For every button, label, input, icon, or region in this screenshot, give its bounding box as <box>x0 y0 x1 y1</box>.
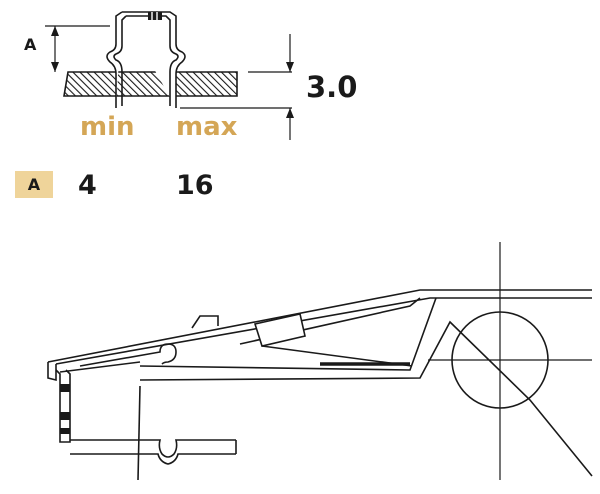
max-header: max <box>176 112 238 142</box>
dimension-value: 3.0 <box>306 70 358 104</box>
dimension-a-label: A <box>24 35 37 54</box>
plate-sketch <box>45 11 294 140</box>
min-value: 4 <box>78 170 97 201</box>
min-header: min <box>80 112 135 142</box>
max-value: 16 <box>176 170 214 201</box>
clip-outline <box>106 11 186 108</box>
badge-bg <box>15 171 53 198</box>
plier-jaw-sketch <box>47 242 593 481</box>
row-label-badge: A <box>27 175 41 194</box>
hatched-plate <box>63 71 238 97</box>
